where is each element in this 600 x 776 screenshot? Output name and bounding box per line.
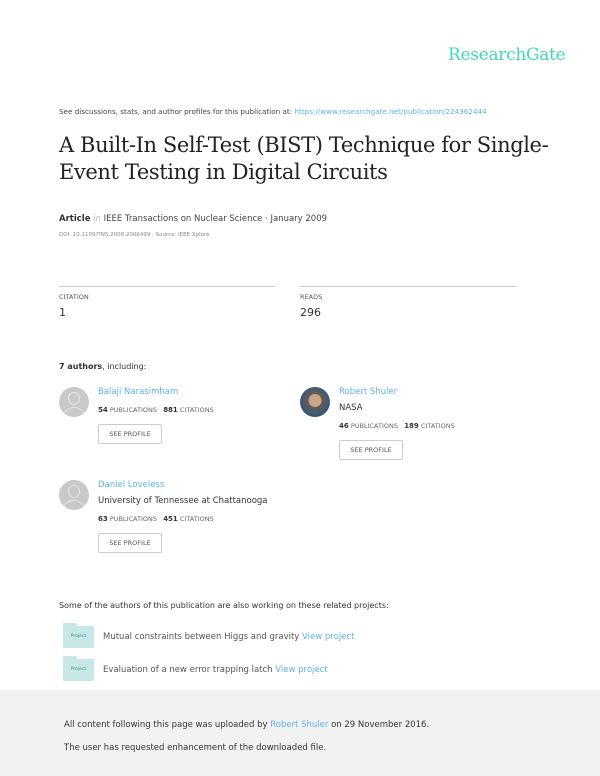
avatar-placeholder-icon[interactable] [59, 387, 89, 417]
publication-meta: Article in IEEE Transactions on Nuclear … [59, 214, 327, 224]
reads-label: READS [300, 293, 323, 301]
see-profile-button[interactable]: SEE PROFILE [339, 440, 403, 460]
publication-type: Article [59, 214, 91, 224]
footer: All content following this page was uplo… [0, 690, 600, 776]
see-profile-button[interactable]: SEE PROFILE [98, 533, 162, 553]
author-name[interactable]: Daniel Loveless [98, 480, 165, 490]
pub-count: 63 [98, 515, 108, 523]
author-photo[interactable] [300, 387, 330, 417]
author-institution: University of Tennessee at Chattanooga [98, 496, 268, 506]
pub-count: 46 [339, 422, 349, 430]
cit-label: CITATIONS [420, 422, 455, 430]
journal: IEEE Transactions on Nuclear Science · J… [103, 214, 328, 224]
publication-title: A Built-In Self-Test (BIST) Technique fo… [59, 133, 549, 184]
citation-label: CITATION [59, 293, 89, 301]
view-project-link[interactable]: View project [275, 665, 328, 675]
pub-count: 54 [98, 406, 108, 414]
project-item: Evaluation of a new error trapping latch… [103, 665, 328, 675]
project-title: Mutual constraints between Higgs and gra… [103, 632, 300, 642]
related-projects-heading: Some of the authors of this publication … [59, 601, 389, 610]
doi: DOI: 10.1109/TNS.2008.2006499 · Source: … [59, 232, 210, 238]
author-name[interactable]: Balaji Narasimham [98, 387, 179, 397]
upload-suffix: on 29 November 2016. [331, 720, 430, 730]
folder-label: Project [70, 667, 87, 672]
folder-label: Project [70, 634, 87, 639]
uploader-link[interactable]: Robert Shuler [270, 720, 329, 730]
upload-prefix: All content following this page was uplo… [64, 720, 268, 730]
avatar-placeholder-icon[interactable] [59, 480, 89, 510]
cit-count: 881 [163, 406, 178, 414]
notice-text: See discussions, stats, and author profi… [59, 107, 293, 116]
enhancement-note: The user has requested enhancement of th… [64, 743, 327, 753]
authors-suffix: , including: [102, 362, 147, 371]
authors-count: 7 authors [59, 362, 103, 371]
pub-label: PUBLICATIONS [350, 422, 398, 430]
project-folder-icon: Project [63, 656, 94, 681]
divider [300, 286, 516, 287]
profiles-notice: See discussions, stats, and author profi… [59, 107, 487, 116]
divider [59, 286, 275, 287]
pub-label: PUBLICATIONS [109, 406, 157, 414]
view-project-link[interactable]: View project [302, 632, 355, 642]
cit-label: CITATIONS [179, 406, 214, 414]
author-name[interactable]: Robert Shuler [339, 387, 398, 397]
project-folder-icon: Project [63, 623, 94, 648]
see-profile-button[interactable]: SEE PROFILE [98, 424, 162, 444]
in-label: in [93, 214, 101, 224]
author-institution: NASA [339, 403, 363, 413]
project-item: Mutual constraints between Higgs and gra… [103, 632, 354, 642]
researchgate-logo[interactable]: ResearchGate [448, 45, 566, 65]
citation-value: 1 [59, 306, 66, 319]
project-title: Evaluation of a new error trapping latch [103, 665, 273, 675]
cit-label: CITATIONS [179, 515, 214, 523]
authors-heading: 7 authors, including: [59, 362, 146, 371]
author-stats: 54 PUBLICATIONS 881 CITATIONS [98, 406, 214, 414]
publication-link[interactable]: https://www.researchgate.net/publication… [294, 107, 487, 116]
upload-notice: All content following this page was uplo… [64, 720, 429, 730]
author-stats: 63 PUBLICATIONS 451 CITATIONS [98, 515, 214, 523]
pub-label: PUBLICATIONS [109, 515, 157, 523]
reads-value: 296 [300, 306, 321, 319]
cit-count: 451 [163, 515, 178, 523]
cit-count: 189 [404, 422, 419, 430]
author-stats: 46 PUBLICATIONS 189 CITATIONS [339, 422, 455, 430]
